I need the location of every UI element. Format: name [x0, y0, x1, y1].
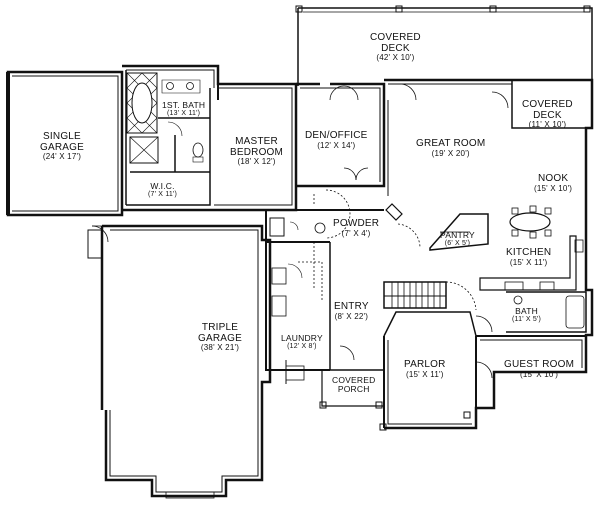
room-name: PANTRY	[440, 230, 475, 240]
triple-garage-label: TRIPLE GARAGE (38' X 21')	[198, 322, 242, 352]
single-garage-label: SINGLE GARAGE (24' X 17')	[40, 131, 84, 161]
room-dims: (6' X 5')	[444, 239, 471, 247]
room-name: GREAT ROOM	[416, 138, 486, 149]
room-dims: (42' X 10')	[376, 53, 415, 62]
room-name: GUEST ROOM	[504, 359, 575, 370]
room-name: NOOK	[537, 173, 569, 184]
room-dims: (11' X 5')	[512, 315, 542, 323]
triple-garage-walls	[102, 224, 272, 498]
room-dims: (13' X 11')	[167, 109, 201, 117]
wic-label: W.I.C. (7' X 11')	[148, 182, 177, 198]
room-dims: (8' X 22')	[334, 311, 369, 321]
room-name: DEN/OFFICE	[305, 130, 368, 141]
guest-room-label: GUEST ROOM (15' X 10')	[504, 359, 575, 379]
nook-label: NOOK (15' X 10')	[534, 173, 573, 193]
room-name: LAUNDRY	[281, 333, 323, 343]
room-dims: (7' X 4')	[341, 228, 371, 238]
kitchen-label: KITCHEN (15' X 11')	[506, 247, 552, 267]
den-office-label: DEN/OFFICE (12' X 14')	[305, 130, 368, 150]
first-bath-label: 1ST. BATH (13' X 11')	[162, 101, 205, 117]
parlor-label: PARLOR (15' X 11')	[404, 359, 446, 379]
room-name: POWDER	[333, 218, 380, 229]
room-name: BATH	[515, 306, 538, 316]
room-name: BEDROOM	[230, 146, 284, 158]
room-name: PORCH	[337, 383, 370, 394]
pantry-label: PANTRY (6' X 5')	[440, 231, 475, 247]
room-name: MASTER	[235, 136, 278, 147]
room-dims: (15' X 11')	[406, 369, 444, 379]
room-dims: (15' X 11')	[509, 257, 548, 267]
room-dims: (18' X 12')	[237, 157, 276, 166]
entry-label: ENTRY (8' X 22')	[334, 301, 369, 321]
covered-deck-right-label: COVERED DECK (11' X 10')	[522, 99, 573, 129]
room-name: GARAGE	[198, 332, 242, 344]
room-dims: (15' X 10')	[534, 183, 573, 193]
room-name: TRIPLE	[201, 322, 239, 333]
stairs	[383, 281, 447, 309]
covered-porch-outline	[321, 370, 384, 407]
room-dims: (38' X 21')	[200, 343, 240, 352]
covered-deck-top-label: COVERED DECK (42' X 10')	[370, 32, 421, 62]
room-name: KITCHEN	[506, 247, 552, 258]
room-name: GARAGE	[40, 141, 84, 153]
room-dims: (24' X 17')	[42, 152, 82, 161]
room-dims: (15' X 10')	[519, 369, 559, 379]
master-bedroom-label: MASTER BEDROOM (18' X 12')	[230, 136, 284, 166]
room-name: 1ST. BATH	[162, 100, 206, 110]
tub-icon	[131, 82, 153, 124]
room-name: PARLOR	[404, 359, 446, 370]
room-name: DECK	[381, 42, 410, 54]
room-name: W.I.C.	[150, 181, 175, 191]
bath-label: BATH (11' X 5')	[512, 307, 541, 323]
table-icon	[509, 212, 551, 232]
great-room-label: GREAT ROOM (19' X 20')	[416, 138, 486, 158]
room-dims: (12' X 8')	[287, 342, 317, 350]
room-name: COVERED	[332, 375, 376, 385]
room-name: COVERED	[522, 99, 573, 110]
room-name: COVERED	[370, 32, 421, 43]
room-dims: (12' X 14')	[317, 140, 356, 150]
room-name: SINGLE	[43, 131, 81, 142]
den-walls	[296, 82, 386, 188]
room-dims: (19' X 20')	[431, 148, 470, 158]
powder-label: POWDER (7' X 4')	[333, 218, 380, 238]
room-name: ENTRY	[334, 301, 369, 312]
room-dims: (11' X 10')	[528, 120, 567, 129]
covered-porch-label: COVERED PORCH	[332, 376, 375, 394]
room-name: DECK	[533, 109, 562, 121]
room-dims: (7' X 11')	[148, 190, 178, 198]
laundry-label: LAUNDRY (12' X 8')	[281, 334, 323, 350]
parlor-walls	[383, 311, 477, 337]
